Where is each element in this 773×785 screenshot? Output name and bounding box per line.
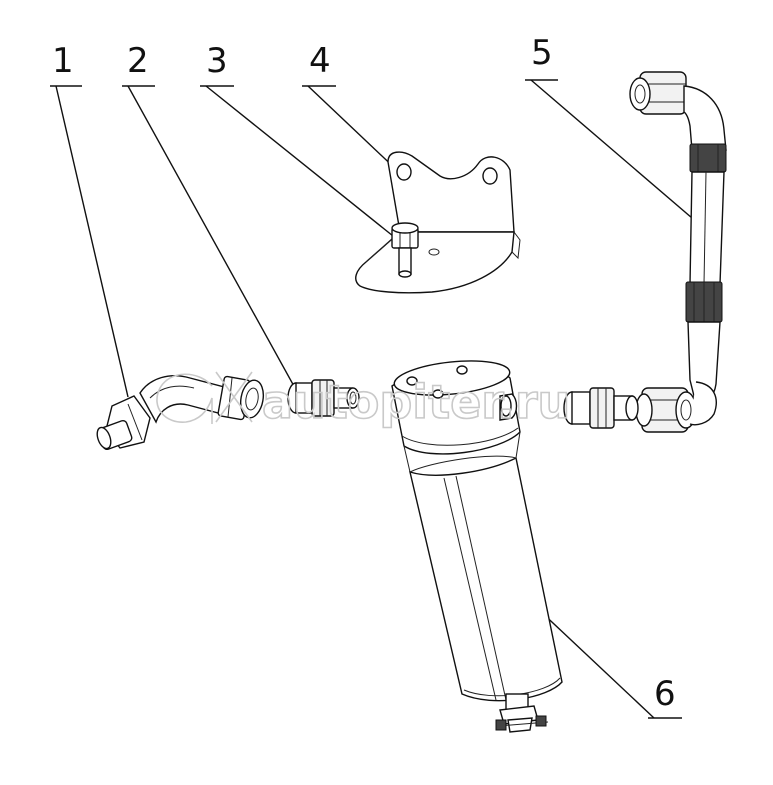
callout-label-4: 4 <box>309 41 331 81</box>
part-1-elbow-fitting <box>96 375 265 451</box>
callout-2: 2 <box>122 41 296 389</box>
callout-label-5: 5 <box>531 33 553 73</box>
callout-label-2: 2 <box>127 41 149 81</box>
part-3-bolt <box>391 222 419 278</box>
ax-logo-icon <box>156 371 253 424</box>
callout-3: 3 <box>200 41 394 237</box>
part-2-straight-union <box>287 379 360 417</box>
callout-5: 5 <box>525 33 707 231</box>
callout-1: 1 <box>50 41 129 398</box>
part-4-bracket <box>355 151 521 294</box>
callout-label-6: 6 <box>654 674 676 714</box>
callout-label-3: 3 <box>206 41 228 81</box>
callout-label-1: 1 <box>52 41 74 81</box>
watermark-text: autopiter.ru <box>262 375 570 429</box>
watermark: autopiter.ru <box>156 371 571 430</box>
part-5-hose-assembly <box>563 71 727 433</box>
part-6-filter <box>391 360 563 733</box>
